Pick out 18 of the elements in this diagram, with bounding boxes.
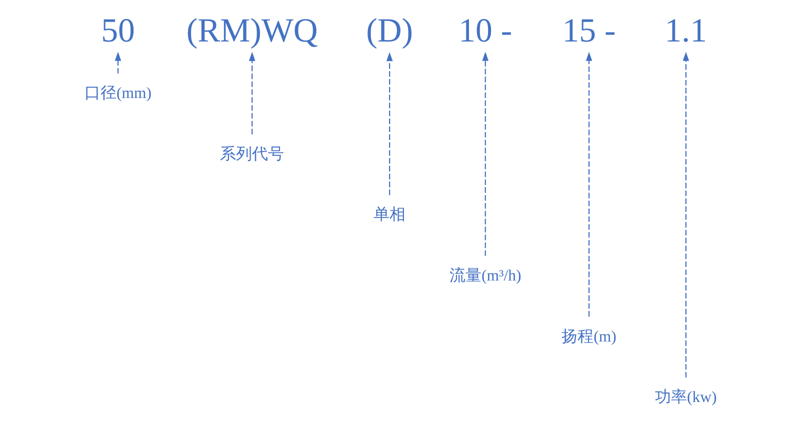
- node-text: 流量(m³/h): [449, 268, 522, 285]
- arrow: [682, 52, 690, 378]
- arrow: [482, 52, 489, 256]
- node-text: 扬程(m): [562, 328, 616, 346]
- node-text: 10 -: [458, 12, 512, 50]
- arrow: [114, 52, 122, 74]
- node-text: 单相: [374, 206, 406, 224]
- node-text: 系列代号: [220, 146, 284, 163]
- arrow: [248, 52, 256, 134]
- node-text: 15 -: [562, 12, 616, 50]
- node-text: (RM)WQ: [186, 12, 318, 50]
- node-text: (D): [366, 12, 414, 50]
- node-text: 功率(kw): [655, 389, 717, 406]
- arrow: [586, 52, 592, 317]
- node-text: 口径(mm): [84, 84, 152, 102]
- node-text: 50: [101, 12, 135, 50]
- arrow: [386, 52, 393, 196]
- node-text: 1.1: [664, 12, 708, 50]
